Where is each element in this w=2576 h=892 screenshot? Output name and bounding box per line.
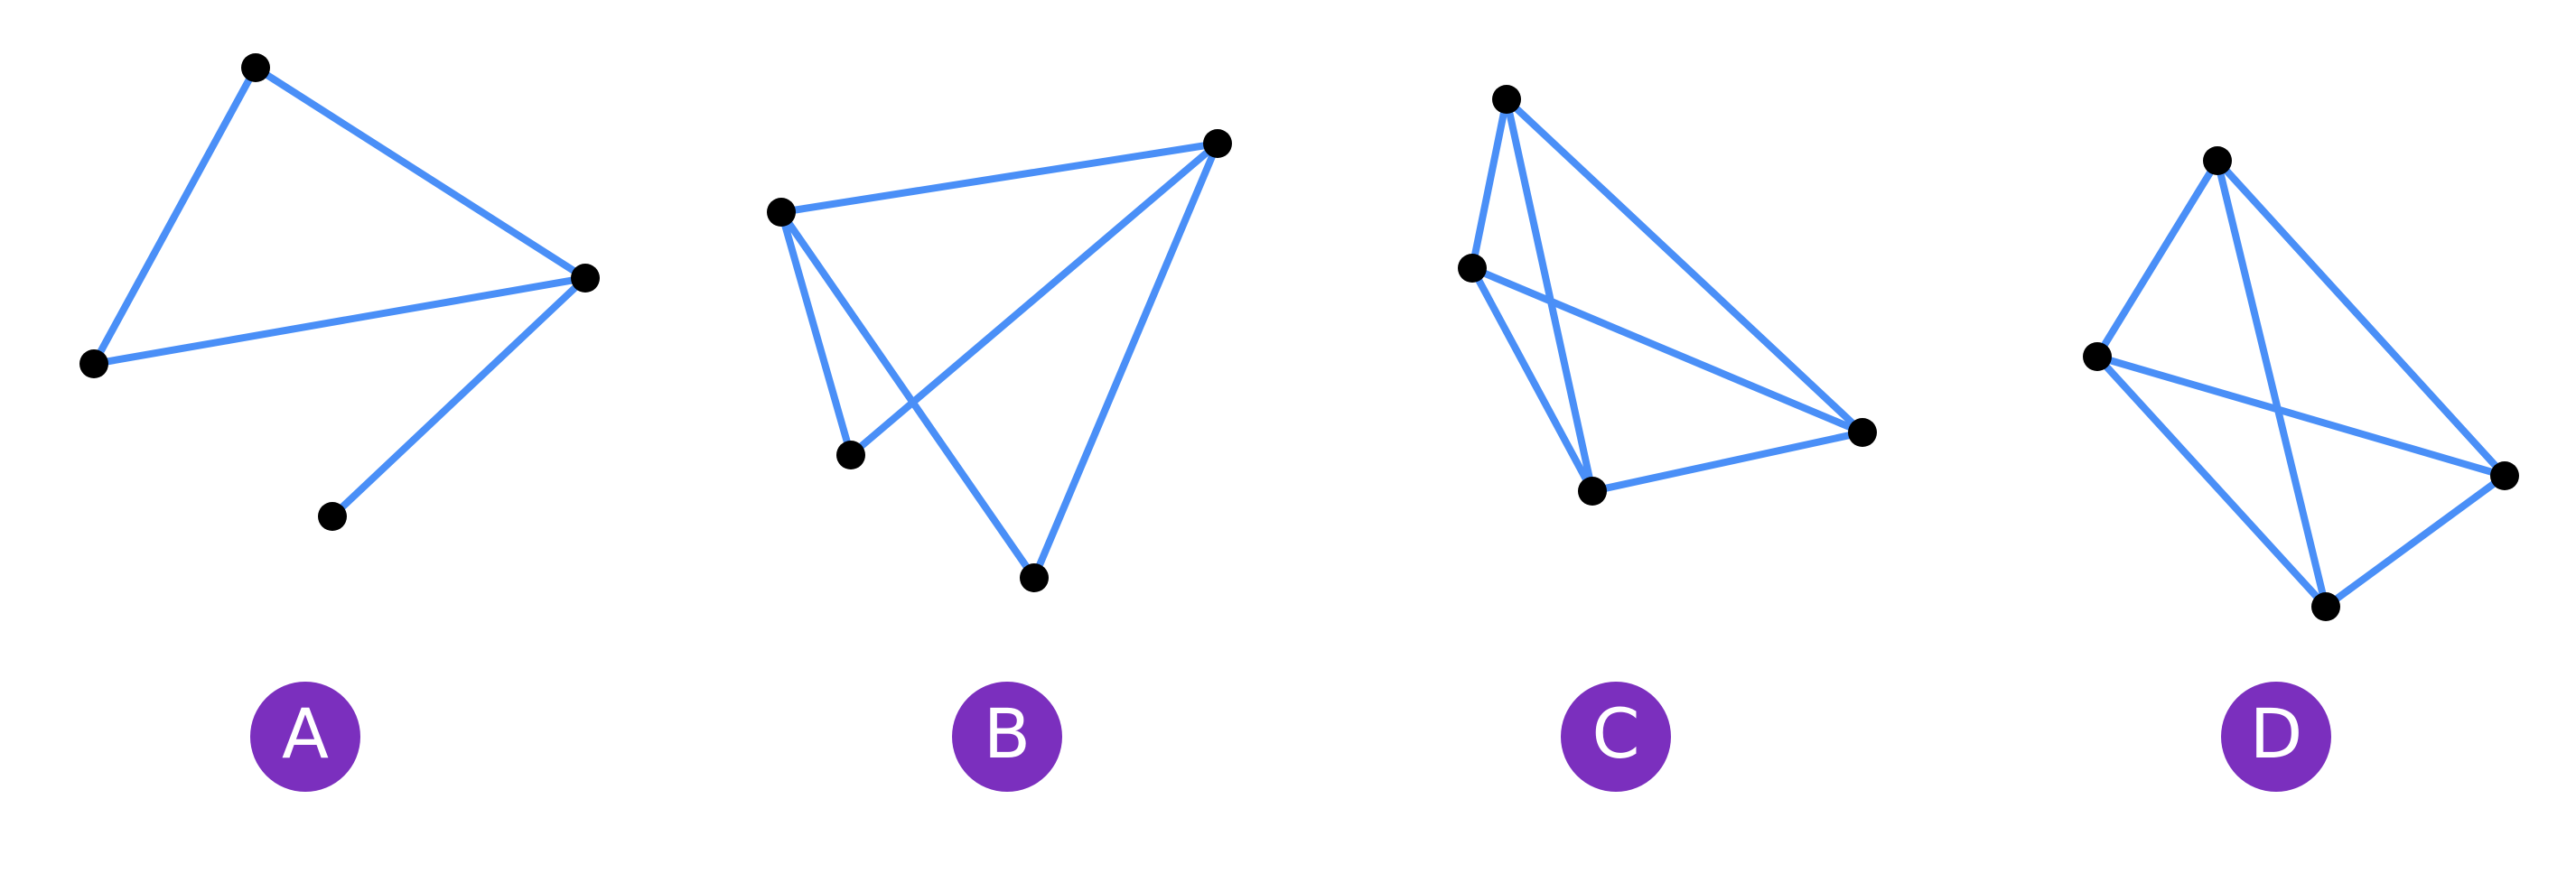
edge — [2094, 353, 2508, 479]
node — [2083, 342, 2112, 371]
option-badge-a[interactable]: A — [250, 682, 360, 792]
edge — [847, 140, 1221, 459]
edge — [2094, 353, 2329, 610]
badge-circle — [952, 682, 1062, 792]
edge — [1031, 140, 1221, 581]
node — [2490, 461, 2519, 490]
graph-a — [79, 53, 600, 531]
graph-c — [1458, 85, 1877, 506]
node — [318, 502, 347, 531]
edge — [2322, 472, 2508, 610]
node — [241, 53, 270, 82]
edge — [2094, 157, 2221, 360]
node — [836, 441, 865, 469]
graph-b — [767, 129, 1232, 592]
edge — [1589, 429, 1866, 495]
node — [2311, 592, 2340, 621]
graph-d — [2083, 146, 2519, 621]
node — [1203, 129, 1232, 158]
edge — [90, 64, 259, 367]
node — [1578, 477, 1607, 506]
badge-label: A — [282, 693, 329, 774]
edge — [90, 274, 589, 367]
option-badge-c[interactable]: C — [1561, 682, 1671, 792]
edge — [778, 209, 854, 459]
badge-label: C — [1591, 693, 1639, 774]
edge — [252, 64, 589, 282]
node — [767, 198, 796, 227]
edge — [1469, 265, 1596, 495]
badge-label: D — [2250, 693, 2303, 774]
badge-circle — [250, 682, 360, 792]
edge — [2214, 157, 2329, 610]
node — [1020, 563, 1049, 592]
node — [1492, 85, 1521, 114]
edge — [1469, 265, 1866, 436]
badge-label: B — [984, 693, 1031, 774]
badge-circle — [2221, 682, 2331, 792]
edge — [778, 209, 1038, 581]
edge — [1503, 96, 1866, 436]
edge — [778, 140, 1221, 216]
node — [571, 264, 600, 293]
option-badge-d[interactable]: D — [2221, 682, 2331, 792]
node — [79, 349, 108, 378]
node — [1458, 254, 1487, 283]
badge-circle — [1561, 682, 1671, 792]
node — [2203, 146, 2232, 175]
edge — [1503, 96, 1596, 495]
edge — [2214, 157, 2508, 479]
node — [1848, 418, 1877, 447]
option-badge-b[interactable]: B — [952, 682, 1062, 792]
edge — [1469, 96, 1510, 272]
edge — [329, 274, 589, 520]
